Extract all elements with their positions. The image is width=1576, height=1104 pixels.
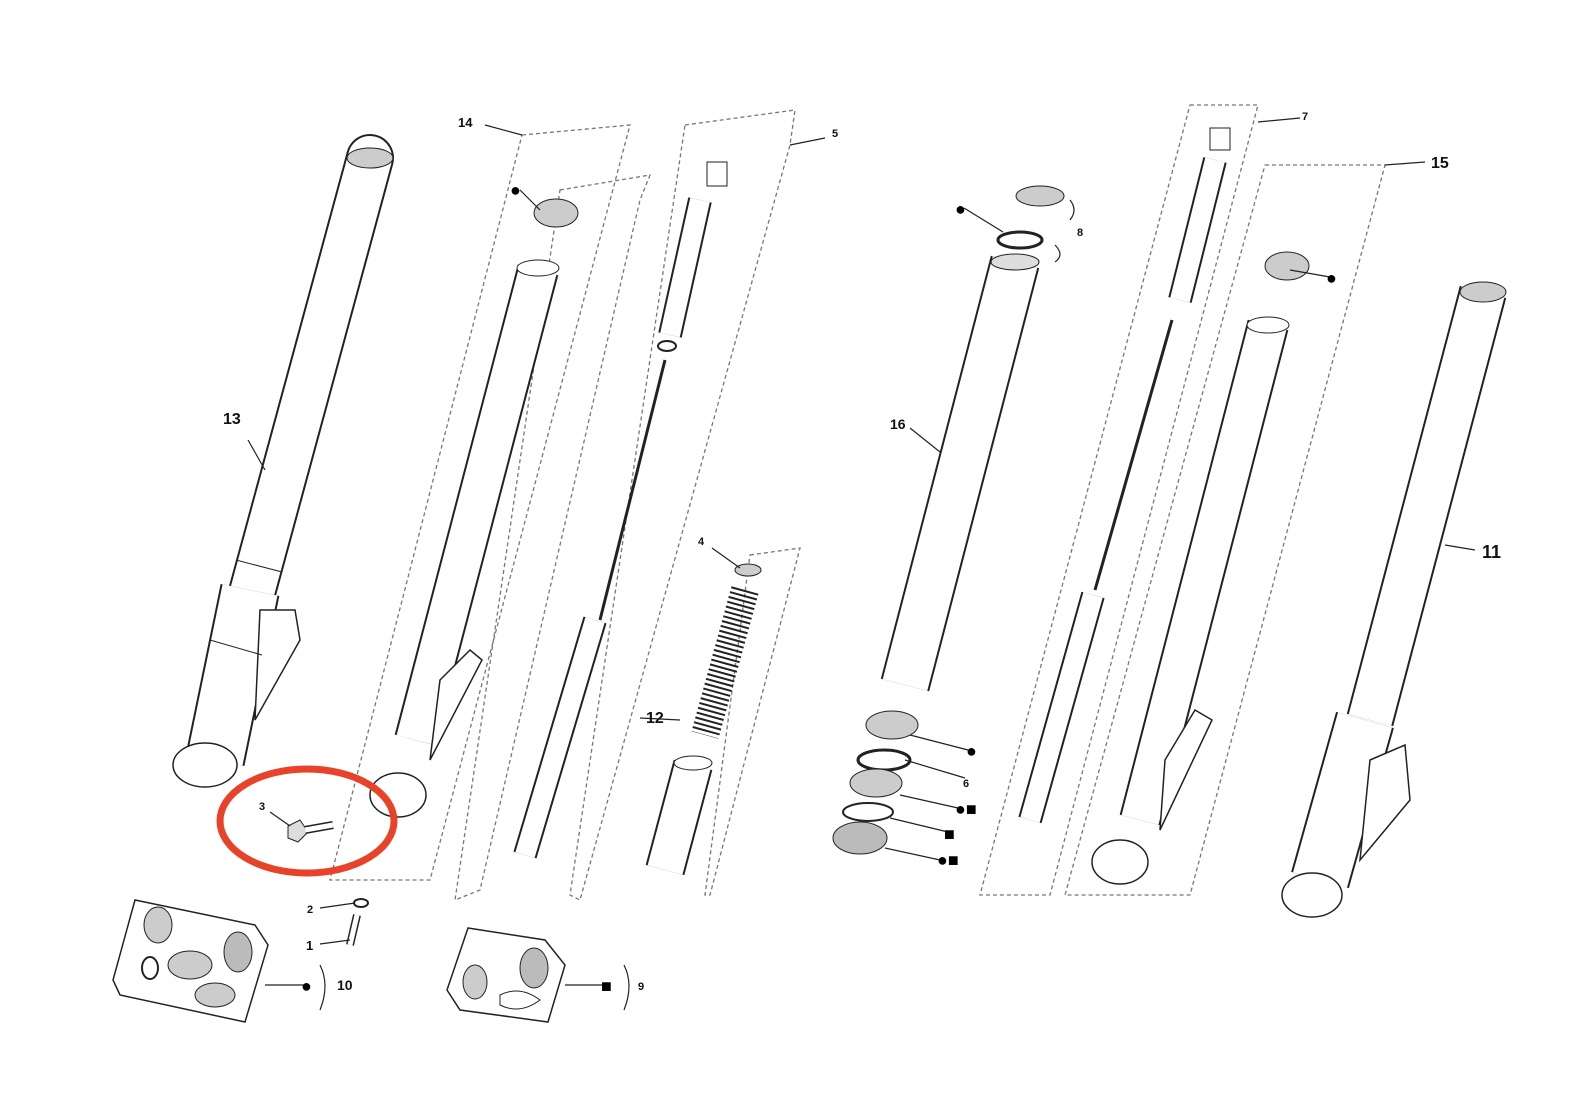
fork-leg-11: [1281, 281, 1507, 918]
callout-12: 12: [646, 710, 664, 727]
square-symbol: ■: [944, 824, 955, 844]
fork-spring-12: [645, 563, 762, 876]
outer-tube-14: [369, 198, 579, 818]
callout-9: 9: [638, 981, 644, 993]
circle-symbol: ●: [301, 976, 312, 996]
bracket-8: [1054, 199, 1075, 263]
callout-14: 14: [458, 115, 473, 130]
callout-8: 8: [1077, 227, 1083, 239]
seal-kit-9: [446, 927, 566, 1023]
outer-tube-15: [1091, 251, 1310, 885]
circle-symbol: ●: [966, 741, 977, 761]
callout-6: 6: [963, 778, 969, 790]
bracket-10: [319, 964, 326, 1011]
circle-symbol: ●: [955, 199, 966, 219]
bolt-1: [346, 898, 369, 946]
group-box-15: [1064, 164, 1386, 896]
callout-10: 10: [337, 977, 353, 993]
group-box-7: [979, 104, 1259, 896]
damper-cartridge-7: [1018, 127, 1231, 824]
circle-symbol: ●: [510, 180, 521, 200]
seal-kit-10: [112, 899, 269, 1023]
highlight-circle-part-3: [216, 765, 398, 877]
circle-symbol: ●: [1326, 268, 1337, 288]
callout-7: 7: [1302, 111, 1308, 123]
bolt-3: [287, 819, 334, 843]
callout-2: 2: [307, 904, 313, 916]
group-box-4: [704, 547, 801, 896]
callout-15: 15: [1431, 155, 1449, 172]
square-symbol: ■: [601, 976, 612, 996]
group-box-cartridge-left: [454, 174, 652, 902]
bracket-9: [623, 964, 630, 1011]
callout-5: 5: [832, 128, 838, 140]
callout-16: 16: [890, 416, 906, 432]
fork-leg-13: [172, 134, 394, 788]
inner-tube-16: [832, 185, 1065, 855]
circle-square-symbol: ●■: [955, 799, 977, 819]
callout-11: 11: [1482, 542, 1501, 562]
callout-3: 3: [259, 801, 265, 813]
damper-cartridge-left: [513, 161, 728, 859]
group-box-5: [569, 109, 796, 901]
circle-square-symbol: ●■: [937, 850, 959, 870]
callout-13: 13: [223, 411, 241, 428]
leader-lines: [247, 117, 1476, 986]
group-box-14: [329, 124, 631, 881]
callout-1: 1: [306, 938, 313, 953]
callout-4: 4: [698, 536, 705, 548]
